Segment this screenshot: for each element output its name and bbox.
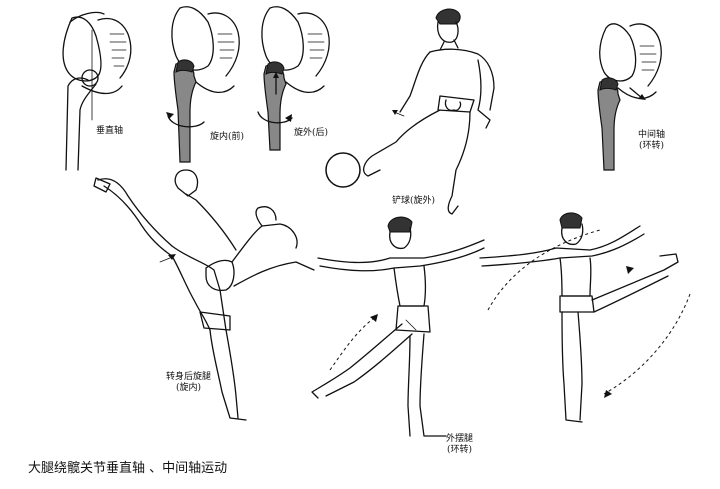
label-vertical-axis-text: 垂直轴 xyxy=(96,126,124,136)
label-vertical-axis: 垂直轴 xyxy=(96,126,123,137)
label-external-rotation: 旋外(后) xyxy=(294,128,328,139)
label-kick-ball: 铲球(旋外) xyxy=(392,196,435,207)
label-outside-swing: 外摆腿 (环转) xyxy=(446,434,473,456)
label-turn-kick-sub: (旋内) xyxy=(175,383,202,393)
label-outside-swing-text: 外摆腿 xyxy=(446,434,474,444)
outside-swing-figure xyxy=(311,216,485,437)
hip-skeleton-middle-axis xyxy=(597,23,662,171)
label-internal-rotation-text: 旋内(前) xyxy=(210,132,245,142)
figure-caption: 大腿绕髋关节垂直轴 、中间轴运动 xyxy=(28,461,228,476)
label-external-rotation-text: 旋外(后) xyxy=(294,128,329,138)
label-middle-axis: 中间轴 (环转) xyxy=(638,130,665,152)
hip-skeleton-external-rotation xyxy=(257,6,330,151)
label-kick-ball-text: 铲球(旋外) xyxy=(392,196,436,206)
soccer-player-figure xyxy=(325,8,495,215)
hip-skeleton-internal-rotation xyxy=(166,6,240,163)
label-turn-kick: 转身后旋腿 (旋内) xyxy=(166,372,211,394)
label-middle-axis-text: 中间轴 xyxy=(638,130,666,140)
label-outside-swing-sub: (环转) xyxy=(446,445,473,455)
label-internal-rotation: 旋内(前) xyxy=(210,132,244,143)
label-turn-kick-text: 转身后旋腿 xyxy=(166,372,212,382)
hip-skeleton-vertical-axis xyxy=(62,11,132,171)
circular-swing-figure xyxy=(479,212,691,423)
turning-kick-figure xyxy=(93,169,315,421)
label-middle-axis-sub: (环转) xyxy=(638,141,665,151)
